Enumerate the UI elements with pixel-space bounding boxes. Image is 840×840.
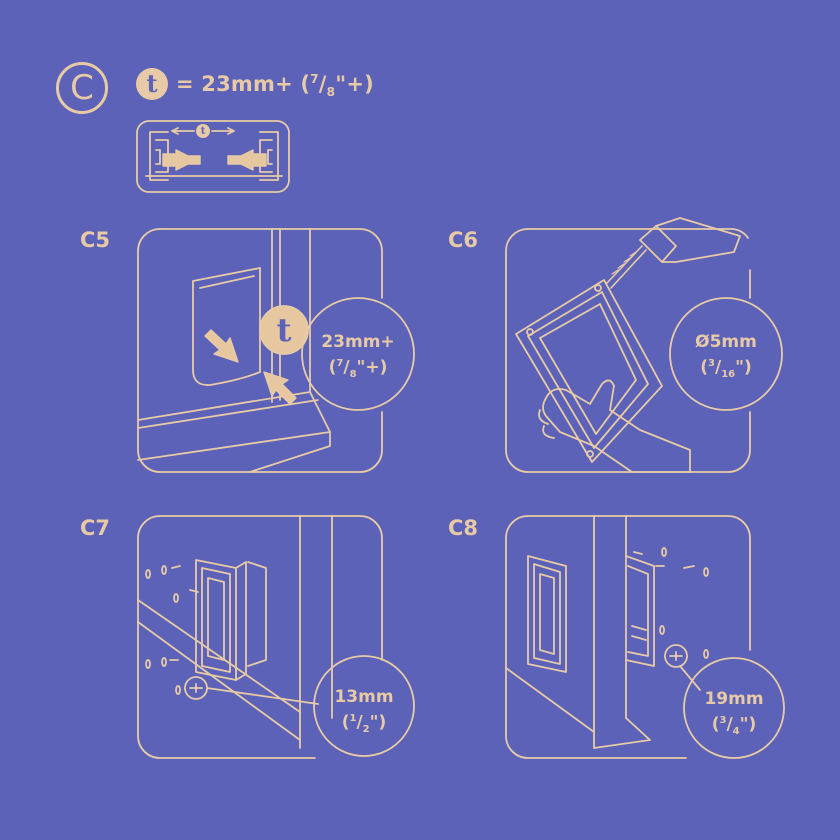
step-label-c5: C5: [80, 228, 110, 252]
legend-thickness-symbol: t: [196, 124, 210, 138]
c6-measurement: Ø5mm (3/16"): [678, 331, 774, 386]
c8-measurement: 19mm (3/4"): [686, 688, 782, 743]
arrow-icon: [205, 330, 238, 362]
step-label-c6: C6: [448, 228, 478, 252]
c5-measurement: 23mm+ (7/8"+): [310, 331, 406, 386]
c5-thickness-symbol: t: [260, 306, 308, 354]
c7-measurement: 13mm (1/2"): [316, 686, 412, 741]
step-label-c7: C7: [80, 516, 110, 540]
step-label-c8: C8: [448, 516, 478, 540]
